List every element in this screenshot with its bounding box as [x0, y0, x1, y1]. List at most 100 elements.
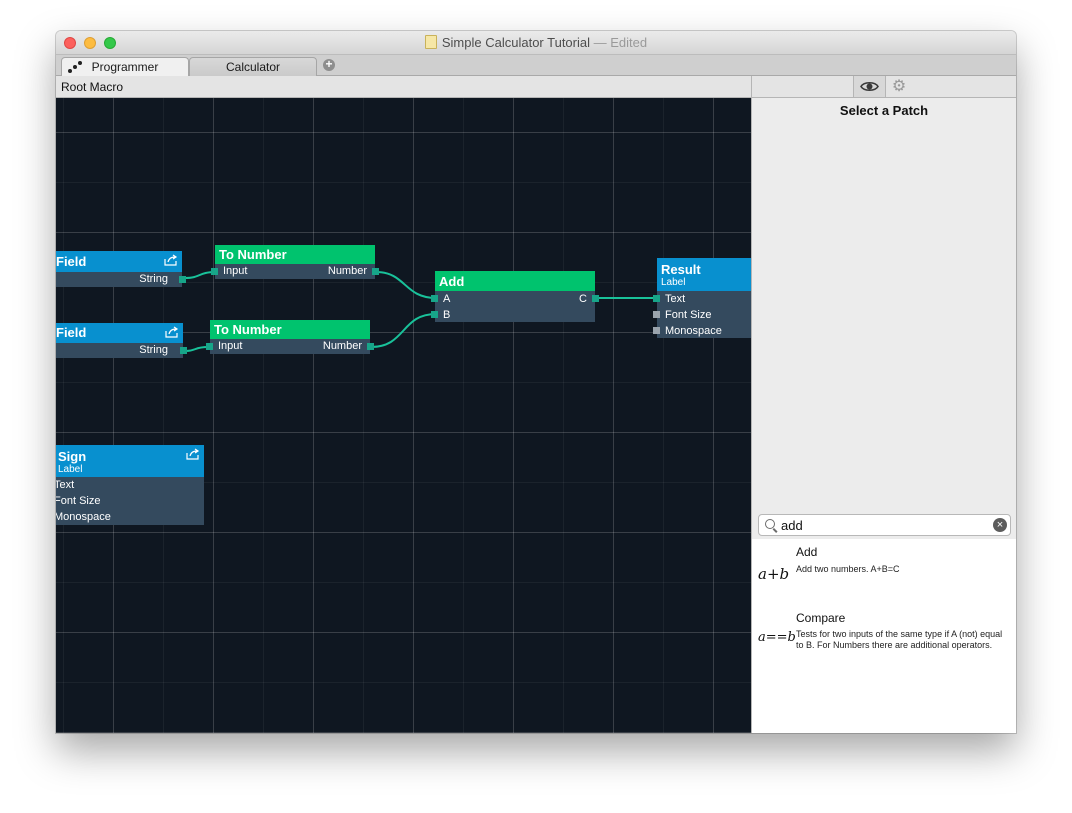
- search-input[interactable]: [781, 517, 986, 533]
- search-results: a+b Add Add two numbers. A+B=C a==b Comp…: [752, 539, 1016, 733]
- node-body: String: [56, 272, 186, 287]
- port-label: Input: [218, 340, 243, 352]
- result-compare[interactable]: a==b Compare Tests for two inputs of the…: [752, 605, 1016, 675]
- result-description: Add two numbers. A+B=C: [796, 564, 900, 574]
- tab-programmer[interactable]: Programmer: [61, 57, 189, 76]
- input-port[interactable]: [653, 311, 660, 318]
- node-header: Field: [56, 251, 182, 272]
- node-header: Field: [56, 323, 183, 343]
- document-icon: [424, 35, 437, 49]
- edited-status: Edited: [610, 35, 648, 50]
- title-separator: —: [593, 35, 607, 50]
- port-string: String: [56, 343, 187, 358]
- add-symbol-icon: a+b: [758, 565, 790, 583]
- input-port[interactable]: [206, 343, 213, 350]
- node-header: To Number: [210, 320, 370, 339]
- window-title-text: Simple Calculator Tutorial: [441, 35, 590, 50]
- breadcrumb-bar: Root Macro: [56, 76, 751, 98]
- port-row-font-size: Font Size: [56, 493, 204, 509]
- node-body: Text Font Size Monospace: [653, 291, 751, 339]
- wire-number1-to-add-a: [375, 271, 437, 299]
- to-number-node-1[interactable]: To Number Input Number: [211, 245, 379, 279]
- port-row-monospace: Monospace: [653, 323, 751, 339]
- gear-icon[interactable]: ⚙: [891, 78, 907, 95]
- share-icon[interactable]: [186, 448, 200, 460]
- minimize-window-button[interactable]: [84, 37, 96, 49]
- result-name: Add: [796, 545, 818, 559]
- zoom-window-button[interactable]: [104, 37, 116, 49]
- node-title: Result: [661, 262, 701, 277]
- input-port[interactable]: [431, 295, 438, 302]
- node-header: To Number: [215, 245, 375, 264]
- port-row-a: A C: [431, 291, 599, 307]
- window-title: Simple Calculator Tutorial — Edited: [56, 35, 1016, 50]
- eye-icon: [860, 81, 879, 92]
- share-icon[interactable]: [165, 326, 179, 338]
- share-icon[interactable]: [164, 254, 178, 266]
- node-subtitle: Label: [661, 277, 686, 288]
- node-header: Add: [435, 271, 595, 291]
- port-label: B: [443, 309, 451, 321]
- port-row: Input Number: [211, 264, 379, 279]
- title-bar: Simple Calculator Tutorial — Edited: [56, 31, 1016, 54]
- port-row-b: B: [431, 307, 595, 323]
- port-label: C: [579, 293, 587, 305]
- clear-search-icon[interactable]: ×: [993, 518, 1007, 532]
- node-header: Sign Label: [56, 445, 204, 477]
- port-label: Text: [665, 293, 686, 305]
- patch-canvas[interactable]: Field String Field: [56, 98, 751, 733]
- node-body: Input Number: [206, 339, 374, 354]
- patch-wires: [184, 271, 658, 352]
- to-number-node-2[interactable]: To Number Input Number: [206, 320, 374, 354]
- patch-search[interactable]: ×: [758, 514, 1011, 536]
- port-label: String: [139, 344, 168, 356]
- port-label: Input: [223, 265, 248, 277]
- port-row-font-size: Font Size: [653, 307, 751, 323]
- port-label: Font Size: [56, 495, 101, 507]
- inspector-panel: Select a Patch × a+b Add Add two numbers…: [751, 98, 1016, 733]
- tab-calculator[interactable]: Calculator: [189, 57, 317, 76]
- inspector-toolbar: ⚙: [751, 76, 1016, 98]
- breadcrumb[interactable]: Root Macro: [61, 80, 124, 94]
- result-name: Compare: [796, 611, 846, 625]
- field-node-2[interactable]: Field String: [56, 323, 187, 358]
- inspector-title: Select a Patch: [839, 103, 929, 118]
- wire-number2-to-add-b: [370, 313, 437, 348]
- tab-calculator-label: Calculator: [225, 60, 281, 74]
- result-node[interactable]: Result Label Text Font Size Monospace: [653, 258, 751, 339]
- field-node-1[interactable]: Field String: [56, 251, 186, 287]
- port-label: Monospace: [665, 325, 722, 337]
- node-title: Field: [56, 254, 87, 269]
- eye-button[interactable]: [853, 76, 886, 97]
- output-port[interactable]: [179, 276, 186, 283]
- port-row: Input Number: [206, 339, 374, 354]
- app-window: Simple Calculator Tutorial — Edited Prog…: [56, 31, 1016, 733]
- input-port[interactable]: [653, 295, 660, 302]
- port-label: String: [139, 273, 168, 285]
- port-label: A: [443, 293, 451, 305]
- close-window-button[interactable]: [64, 37, 76, 49]
- output-port[interactable]: [372, 268, 379, 275]
- input-port[interactable]: [653, 327, 660, 334]
- result-add[interactable]: a+b Add Add two numbers. A+B=C: [752, 539, 1016, 599]
- node-header: Result Label: [657, 258, 751, 291]
- sign-node[interactable]: Sign Label Text Font Size Monospace: [56, 445, 204, 525]
- add-node[interactable]: Add A C B: [431, 271, 599, 323]
- port-row-monospace: Monospace: [56, 509, 204, 525]
- input-port[interactable]: [431, 311, 438, 318]
- port-row-text: Text: [653, 291, 751, 307]
- add-tab-icon[interactable]: +: [323, 58, 335, 71]
- output-port[interactable]: [592, 295, 599, 302]
- node-body: Text Font Size Monospace: [56, 477, 204, 525]
- port-label: Number: [327, 265, 367, 277]
- node-body: A C B: [431, 291, 599, 323]
- output-port[interactable]: [180, 347, 187, 354]
- node-title: Sign: [58, 449, 87, 464]
- port-label: Text: [56, 479, 75, 491]
- node-body: Input Number: [211, 264, 379, 279]
- tab-bar: Programmer Calculator +: [56, 54, 1016, 76]
- node-body: String: [56, 343, 187, 358]
- output-port[interactable]: [367, 343, 374, 350]
- port-label: Font Size: [665, 309, 712, 321]
- input-port[interactable]: [211, 268, 218, 275]
